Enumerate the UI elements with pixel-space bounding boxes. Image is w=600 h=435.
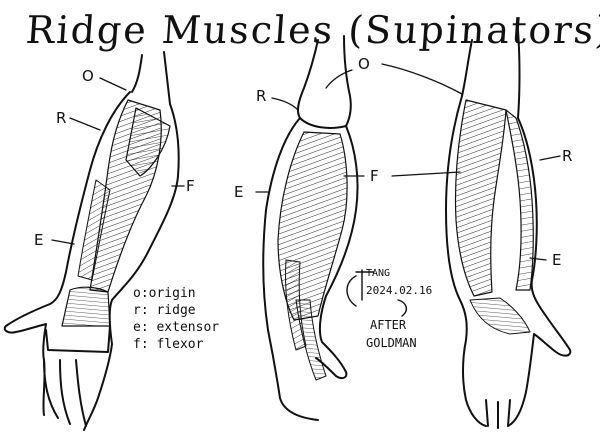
- forearm-middle: [255, 35, 365, 421]
- label-ridge-right: R: [562, 147, 573, 165]
- legend-item-ridge: r: ridge: [133, 303, 196, 318]
- legend-item-origin: o:origin: [133, 286, 196, 301]
- legend: o:origin r: ridge e: extensor f: flexor: [133, 285, 253, 353]
- label-ridge-middle: R: [256, 87, 267, 105]
- signature-goldman: GOLDMAN: [366, 336, 417, 350]
- legend-item-extensor: e: extensor: [133, 320, 220, 335]
- label-origin-left: O: [82, 67, 94, 85]
- label-flexor-left: F: [186, 177, 195, 195]
- label-origin-middle: O: [358, 55, 370, 73]
- label-flexor-middle: F: [370, 167, 379, 185]
- signature-after: AFTER: [370, 318, 407, 332]
- forearm-left: [3, 51, 185, 431]
- forearm-right: [381, 29, 572, 429]
- signature-date: 2024.02.16: [366, 284, 433, 297]
- signature-mark: [346, 269, 408, 317]
- signature-name: TANG: [366, 268, 391, 279]
- label-ridge-left: R: [56, 109, 67, 127]
- label-extensor-right: E: [552, 251, 562, 269]
- label-extensor-left: E: [34, 231, 44, 249]
- label-extensor-middle: E: [234, 183, 244, 201]
- legend-item-flexor: f: flexor: [133, 337, 204, 352]
